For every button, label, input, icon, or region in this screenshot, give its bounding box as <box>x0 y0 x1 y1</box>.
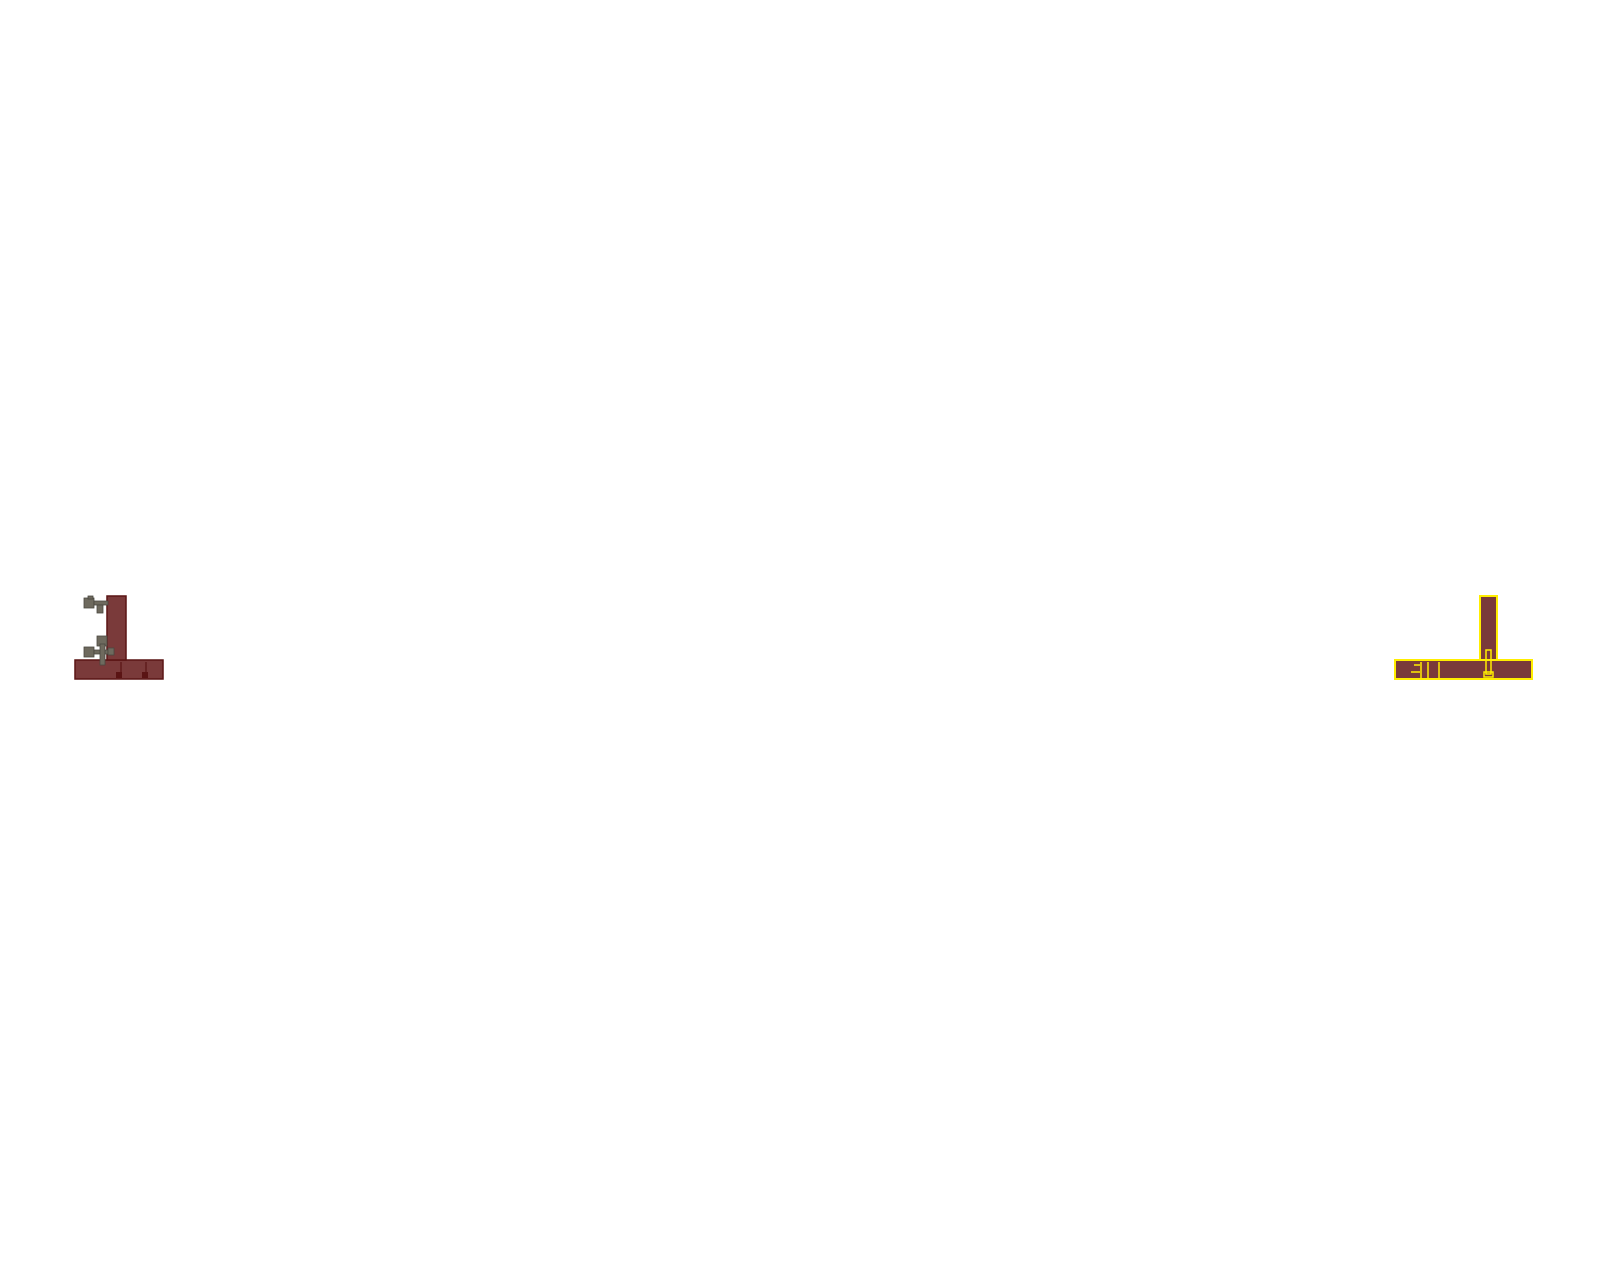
front-section-view[interactable] <box>1394 595 1533 680</box>
base-plate <box>1394 659 1533 680</box>
bolt-icon <box>83 635 115 666</box>
base-slot <box>116 672 122 678</box>
base-slot <box>142 672 148 678</box>
upright-plate <box>106 595 127 661</box>
bolt-icon <box>1483 649 1494 678</box>
side-section-view[interactable] <box>74 595 164 680</box>
bolt-icon <box>83 595 109 614</box>
